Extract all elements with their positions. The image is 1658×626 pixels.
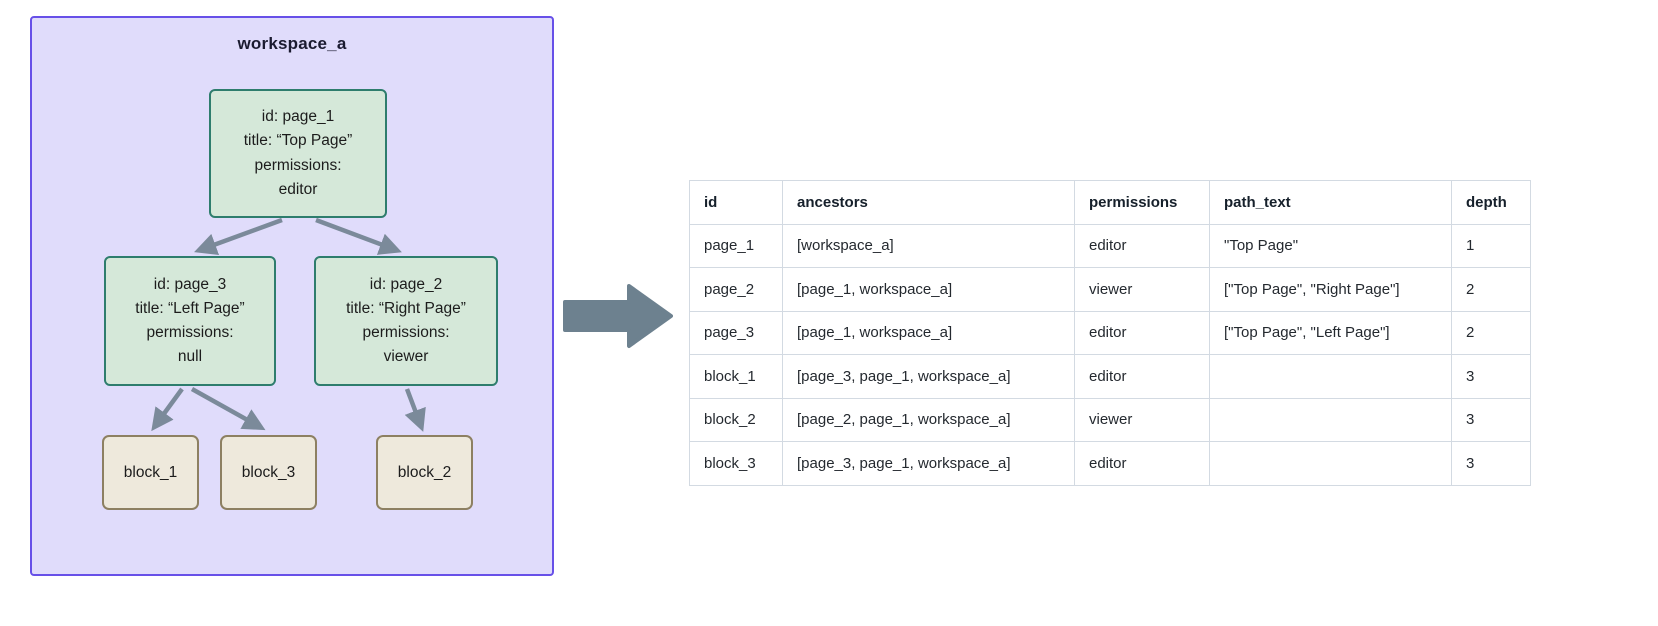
cell-id: page_3	[689, 310, 783, 355]
table-row[interactable]: page_1 [workspace_a] editor "Top Page" 1	[689, 223, 1531, 268]
node-page-2-permissions-value: viewer	[383, 348, 429, 366]
node-block-2[interactable]: block_2	[376, 435, 473, 510]
cell-permissions: viewer	[1074, 267, 1210, 312]
node-page-1[interactable]: id: page_1 title: “Top Page” permissions…	[209, 89, 387, 218]
node-page-1-permissions-value: editor	[278, 180, 318, 198]
node-block-3-label: block_3	[241, 463, 296, 481]
table-row[interactable]: block_1 [page_3, page_1, workspace_a] ed…	[689, 354, 1531, 399]
cell-path-text	[1209, 397, 1452, 442]
workspace-title: workspace_a	[237, 34, 347, 53]
table-header-row: id ancestors permissions path_text depth	[689, 180, 1531, 225]
cell-permissions: editor	[1074, 441, 1210, 486]
cell-permissions: viewer	[1074, 397, 1210, 442]
node-block-3[interactable]: block_3	[220, 435, 317, 510]
node-page-2-id: id: page_2	[369, 275, 443, 293]
cell-path-text: "Top Page"	[1209, 223, 1452, 268]
node-block-1-label: block_1	[123, 463, 178, 481]
table-row[interactable]: block_3 [page_3, page_1, workspace_a] ed…	[689, 441, 1531, 486]
node-page-1-title: title: “Top Page”	[243, 132, 353, 150]
cell-path-text: ["Top Page", "Left Page"]	[1209, 310, 1452, 355]
result-table-container: id ancestors permissions path_text depth…	[689, 180, 1531, 486]
cell-ancestors: [page_2, page_1, workspace_a]	[782, 397, 1075, 442]
cell-ancestors: [page_3, page_1, workspace_a]	[782, 441, 1075, 486]
node-page-3[interactable]: id: page_3 title: “Left Page” permission…	[104, 256, 276, 386]
node-block-1[interactable]: block_1	[102, 435, 199, 510]
node-page-2-permissions-label: permissions:	[362, 324, 450, 341]
cell-depth: 1	[1451, 223, 1531, 268]
cell-permissions: editor	[1074, 354, 1210, 399]
result-table: id ancestors permissions path_text depth…	[689, 180, 1531, 486]
cell-id: block_1	[689, 354, 783, 399]
cell-depth: 3	[1451, 354, 1531, 399]
edge-page1-to-page2	[315, 217, 402, 255]
column-header-depth[interactable]: depth	[1451, 180, 1531, 225]
table-row[interactable]: page_2 [page_1, workspace_a] viewer ["To…	[689, 267, 1531, 312]
node-block-2-label: block_2	[397, 463, 452, 481]
cell-id: page_2	[689, 267, 783, 312]
cell-id: block_2	[689, 397, 783, 442]
cell-id: page_1	[689, 223, 783, 268]
edge-page1-to-page3	[194, 217, 283, 255]
edge-page3-to-block1	[151, 387, 184, 432]
cell-permissions: editor	[1074, 310, 1210, 355]
right-block-arrow-icon	[563, 284, 673, 348]
cell-ancestors: [page_3, page_1, workspace_a]	[782, 354, 1075, 399]
column-header-ancestors[interactable]: ancestors	[782, 180, 1075, 225]
workspace-container: workspace_a id: page_1 title: “Top Page”…	[30, 16, 554, 576]
cell-path-text: ["Top Page", "Right Page"]	[1209, 267, 1452, 312]
node-page-1-id: id: page_1	[261, 108, 335, 126]
node-page-3-title: title: “Left Page”	[135, 299, 245, 317]
cell-path-text	[1209, 441, 1452, 486]
node-page-3-permissions-value: null	[177, 348, 203, 366]
node-page-2[interactable]: id: page_2 title: “Right Page” permissio…	[314, 256, 498, 386]
table-row[interactable]: block_2 [page_2, page_1, workspace_a] vi…	[689, 397, 1531, 442]
cell-depth: 3	[1451, 441, 1531, 486]
column-header-path-text[interactable]: path_text	[1209, 180, 1452, 225]
cell-depth: 3	[1451, 397, 1531, 442]
edge-page3-to-block3	[190, 387, 266, 431]
cell-depth: 2	[1451, 267, 1531, 312]
cell-ancestors: [page_1, workspace_a]	[782, 310, 1075, 355]
node-page-3-id: id: page_3	[153, 275, 227, 293]
node-page-2-title: title: “Right Page”	[346, 299, 466, 317]
cell-permissions: editor	[1074, 223, 1210, 268]
cell-path-text	[1209, 354, 1452, 399]
node-page-1-permissions-label: permissions:	[254, 156, 342, 174]
cell-depth: 2	[1451, 310, 1531, 355]
column-header-permissions[interactable]: permissions	[1074, 180, 1210, 225]
node-page-3-permissions-label: permissions:	[146, 324, 234, 341]
edge-page2-to-block2	[404, 388, 426, 432]
cell-ancestors: [workspace_a]	[782, 223, 1075, 268]
cell-id: block_3	[689, 441, 783, 486]
column-header-id[interactable]: id	[689, 180, 783, 225]
cell-ancestors: [page_1, workspace_a]	[782, 267, 1075, 312]
table-row[interactable]: page_3 [page_1, workspace_a] editor ["To…	[689, 310, 1531, 355]
